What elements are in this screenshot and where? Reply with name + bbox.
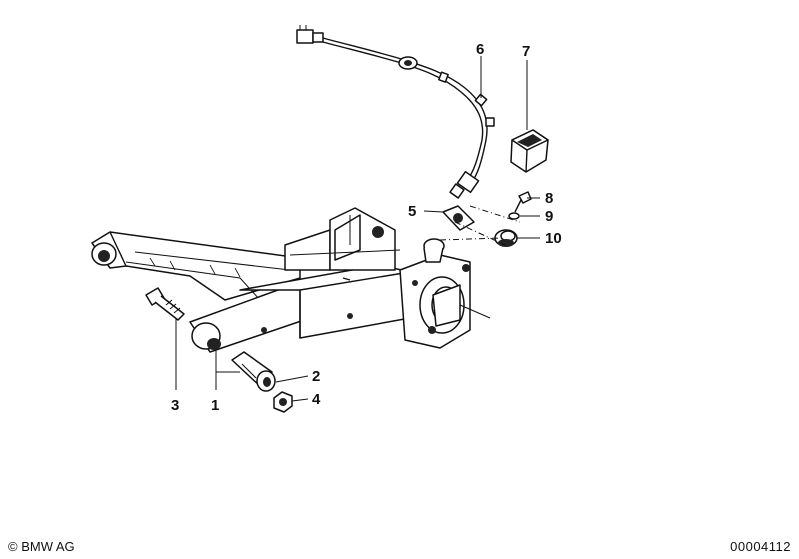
callout-6: 6 — [476, 41, 484, 58]
washer-part-9[interactable] — [508, 212, 520, 220]
callout-7: 7 — [522, 43, 530, 60]
sensor-cable-part-6[interactable] — [296, 25, 495, 199]
callout-9: 9 — [545, 208, 553, 225]
protective-cap-part-7[interactable] — [510, 129, 549, 173]
trailing-arm — [91, 207, 491, 353]
document-number: 00004112 — [730, 539, 791, 554]
callout-5: 5 — [408, 203, 416, 220]
callout-10: 10 — [545, 230, 562, 247]
rubber-mount-part-2[interactable] — [231, 351, 276, 392]
nut-part-4[interactable] — [273, 391, 293, 413]
bolt-part-3[interactable] — [145, 287, 185, 321]
copyright-text: © BMW AG — [8, 539, 75, 554]
callout-2: 2 — [312, 368, 320, 385]
callout-4: 4 — [312, 391, 321, 408]
assembly-lines — [439, 205, 521, 246]
screw-part-8[interactable] — [514, 191, 532, 213]
leader-lines — [175, 56, 540, 402]
callout-8: 8 — [545, 190, 553, 207]
rubber-plug-part-10[interactable] — [494, 229, 518, 247]
callout-3: 3 — [171, 397, 179, 414]
callout-1: 1 — [211, 397, 219, 414]
gasket-part-5[interactable] — [442, 205, 475, 231]
